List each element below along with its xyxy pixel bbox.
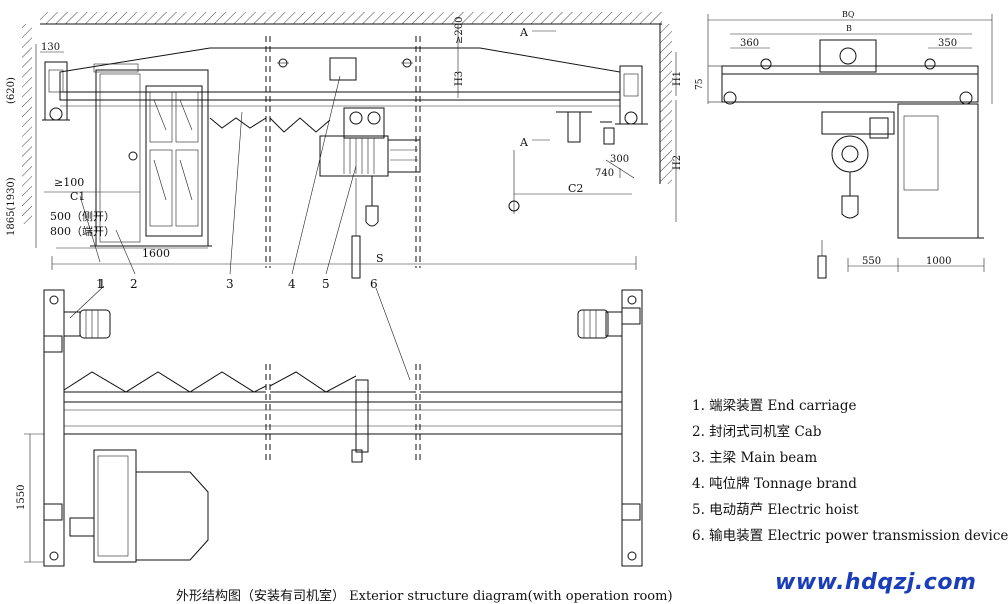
front-elevation: A A 130 (620) 1865(1930) ≥100 C1 500（侧开）… (6, 12, 683, 291)
dim-550: 550 (862, 256, 881, 267)
dim-100: ≥100 (54, 176, 84, 189)
festoon-cable (209, 117, 267, 129)
dim-1600: 1600 (142, 247, 170, 260)
left-end-carriage (44, 61, 68, 121)
dim-s: S (376, 252, 384, 265)
dim-1000: 1000 (926, 256, 951, 267)
parts-legend: 1. 端梁装置 End carriage 2. 封闭式司机室 Cab 3. 主梁… (692, 393, 1008, 549)
legend-item-power-transmission: 6. 输电装置 Electric power transmission devi… (692, 528, 1008, 544)
dim-h3: H3 (454, 71, 465, 86)
side-end-carriage (721, 65, 979, 103)
dim-b: B (846, 24, 852, 33)
website-link[interactable]: www.hdqzj.com (775, 570, 977, 595)
right-end-carriage (619, 65, 643, 125)
callout-5: 5 (322, 277, 330, 291)
legend-item-electric-hoist: 5. 电动葫芦 Electric hoist (692, 502, 859, 518)
section-a-top: A (519, 26, 529, 39)
dim-h2: H2 (672, 155, 683, 170)
callout-2: 2 (130, 277, 138, 291)
plan-main-beam (63, 401, 623, 435)
legend-item-main-beam: 3. 主梁 Main beam (692, 450, 818, 466)
dim-740: 740 (595, 168, 614, 179)
dim-360: 360 (740, 38, 759, 49)
callout-1-front: 1 (96, 277, 104, 291)
dim-1550: 1550 (16, 485, 27, 510)
dim-c1: C1 (70, 190, 85, 203)
section-a-bottom: A (519, 136, 529, 149)
plan-left-end-carriage (43, 289, 65, 567)
callout-3: 3 (226, 277, 234, 291)
pendant-control (351, 235, 361, 279)
callout-4: 4 (288, 277, 296, 291)
legend-item-tonnage-brand: 4. 吨位牌 Tonnage brand (692, 476, 857, 492)
dim-200: ≥200 (454, 17, 465, 44)
dim-130: 130 (41, 42, 60, 53)
dim-c2: C2 (568, 182, 583, 195)
right-wall-hatch (660, 24, 672, 184)
ceiling-hatch (40, 12, 662, 24)
dim-300: 300 (610, 154, 629, 165)
side-view: BQ B 360 350 75 550 1000 (695, 10, 993, 279)
diagram-caption: 外形结构图（安装有司机室） Exterior structure diagram… (176, 589, 673, 604)
dim-620: (620) (6, 77, 17, 104)
cab (90, 63, 212, 247)
callout-6: 6 (370, 277, 378, 291)
left-wall-hatch (22, 24, 32, 224)
plan-cab (93, 449, 137, 563)
dim-h1: H1 (672, 71, 683, 86)
dim-500: 500（侧开） (50, 210, 115, 223)
tonnage-brand (329, 57, 357, 81)
dim-1865: 1865(1930) (6, 177, 17, 236)
plan-view: 1550 1 6 (16, 277, 643, 567)
dim-800: 800（端开） (50, 225, 115, 238)
callout-1-plan: 1 (98, 277, 106, 291)
electric-hoist (319, 107, 421, 227)
legend-item-cab: 2. 封闭式司机室 Cab (692, 424, 822, 440)
dim-bq: BQ (842, 10, 855, 19)
dim-75: 75 (695, 78, 705, 90)
plan-right-end-carriage (621, 289, 643, 567)
legend-item-end-carriage: 1. 端梁装置 End carriage (692, 398, 857, 414)
dim-350: 350 (938, 38, 957, 49)
